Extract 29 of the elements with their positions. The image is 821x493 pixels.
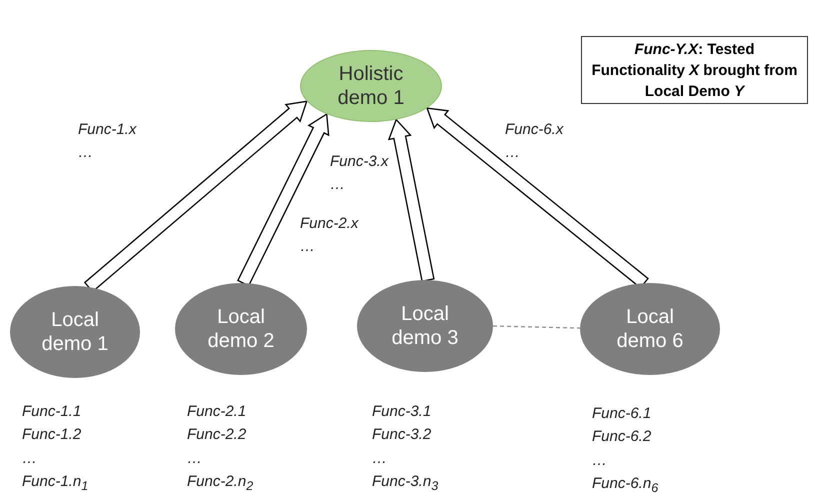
function-label: Func-2.n$_{2}$ [187,472,254,493]
edge-label: Func-1.x … [78,120,138,164]
function-label: … [372,448,388,468]
function-label: … [592,450,608,470]
function-label: Func-2.1 [187,402,248,422]
function-label: Func-6.2 [592,427,652,448]
function-label: … [22,448,38,468]
node-label: Local demo 2 [206,305,276,353]
edge-label: Func-3.x … [330,152,390,196]
function-label: … [187,448,203,468]
function-label: Func-1.2 [22,425,82,446]
function-label: Func-1.n$_{1}$ [22,472,88,493]
function-label: Func-1.1 [22,402,82,422]
block-arrow [388,118,435,282]
edge-label: Func-6.x … [505,120,565,164]
function-label: Func-3.1 [372,402,432,422]
node-label: Local demo 3 [390,302,460,350]
note-box [581,36,808,104]
edge-label: Func-2.x … [300,214,360,258]
node-label: Local demo 1 [40,308,110,356]
node-label: Local demo 6 [616,305,684,353]
function-label: Func-6.n$_{6}$ [592,474,658,493]
connector-line [492,325,580,329]
note-text: Func-Y.X: Tested Functionality X brought from Local Demo Y [590,40,798,102]
function-label: Func-2.2 [187,425,248,446]
node-label: Holistic demo 1 [336,62,406,110]
function-label: Func-6.1 [592,404,652,424]
function-label: Func-3.n$_{3}$ [372,472,438,493]
function-label: Func-3.2 [372,425,432,446]
